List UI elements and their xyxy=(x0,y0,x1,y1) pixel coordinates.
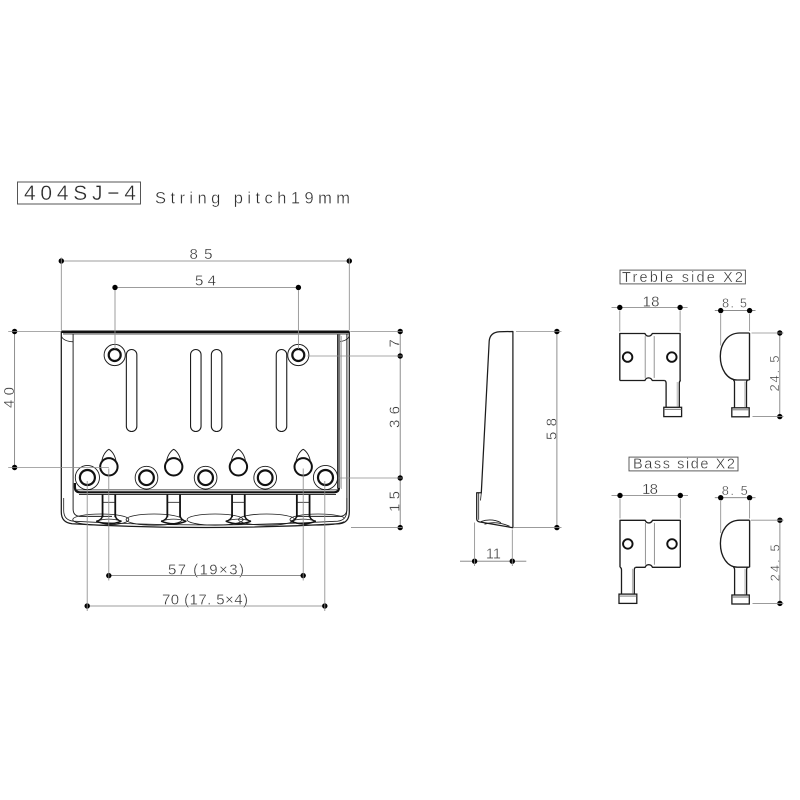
svg-text:8. 5: 8. 5 xyxy=(722,483,748,498)
svg-text:18: 18 xyxy=(642,481,658,498)
svg-text:Bass side X2: Bass side X2 xyxy=(633,457,735,473)
svg-text:70 (17. 5×4): 70 (17. 5×4) xyxy=(162,592,248,609)
svg-text:404SJ−4: 404SJ−4 xyxy=(24,182,136,205)
svg-text:11: 11 xyxy=(486,547,501,563)
svg-text:Treble side X2: Treble side X2 xyxy=(622,270,743,286)
svg-text:24. 5: 24. 5 xyxy=(767,544,782,581)
svg-text:7: 7 xyxy=(386,339,403,347)
svg-text:18: 18 xyxy=(643,293,660,310)
svg-text:24. 5: 24. 5 xyxy=(767,356,782,392)
svg-text:57 (19×3): 57 (19×3) xyxy=(168,562,244,579)
svg-text:8. 5: 8. 5 xyxy=(722,296,747,311)
